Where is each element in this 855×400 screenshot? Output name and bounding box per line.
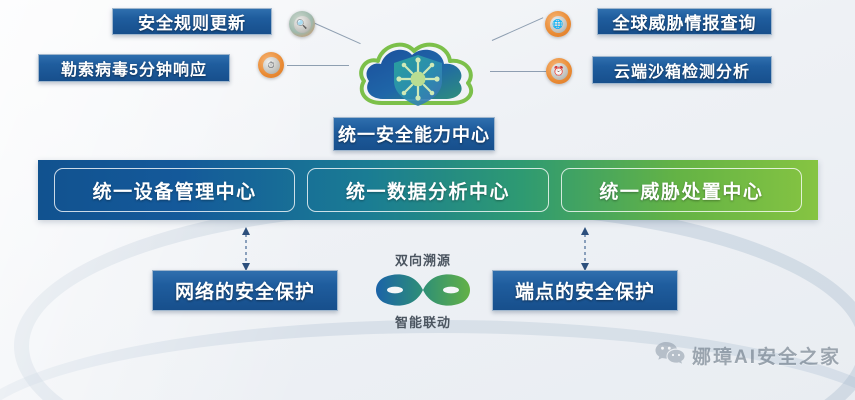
capability-item-data-analysis[interactable]: 统一数据分析中心 [307, 168, 549, 212]
cloud-shield-virus-icon [352, 33, 480, 119]
protection-node-network[interactable]: 网络的安全保护 [152, 270, 338, 311]
bidirectional-arrow-right [578, 226, 592, 272]
clock-glyph: ⏱ [262, 56, 280, 74]
gauge-glyph: ⏰ [550, 62, 568, 80]
watermark: 娜璋AI安全之家 [655, 341, 841, 370]
infinity-loop-icon [371, 270, 475, 315]
protection-node-endpoint[interactable]: 端点的安全保护 [492, 270, 678, 311]
capability-item-device-management[interactable]: 统一设备管理中心 [54, 168, 296, 212]
wechat-icon [655, 341, 685, 370]
linkage-loop-group: 双向溯源 智能联动 [368, 252, 478, 332]
globe-glyph: 🌐 [549, 15, 567, 33]
globe-badge-icon: 🌐 [545, 11, 571, 37]
unified-security-center-label[interactable]: 统一安全能力中心 [333, 117, 495, 151]
loop-caption-top: 双向溯源 [394, 253, 451, 269]
magnifier-glyph: 🔍 [293, 15, 311, 33]
feature-tag-cloud-sandbox[interactable]: 云端沙箱检测分析 [592, 56, 772, 84]
capability-item-threat-response[interactable]: 统一威胁处置中心 [560, 168, 802, 212]
connector-line-ransom [287, 65, 349, 66]
watermark-text: 娜璋AI安全之家 [691, 347, 841, 368]
magnifier-badge-icon: 🔍 [289, 11, 315, 37]
connector-line-sandbox [490, 71, 548, 72]
connector-line-intel [491, 17, 544, 41]
feature-tag-ransomware-response[interactable]: 勒索病毒5分钟响应 [38, 54, 230, 82]
capability-bar: 统一设备管理中心 统一数据分析中心 统一威胁处置中心 [38, 160, 818, 220]
feature-tag-global-threat-intel[interactable]: 全球威胁情报查询 [597, 8, 772, 35]
clock-badge-icon: ⏱ [258, 52, 284, 78]
feature-tag-rule-update[interactable]: 安全规则更新 [112, 8, 272, 35]
bidirectional-arrow-left [239, 226, 253, 272]
gauge-badge-icon: ⏰ [546, 58, 572, 84]
loop-caption-bottom: 智能联动 [394, 314, 451, 330]
